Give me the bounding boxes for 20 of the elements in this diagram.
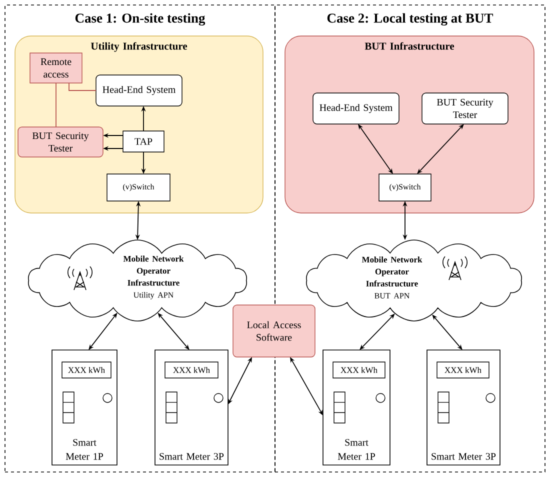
- process-box: Head-End System: [312, 92, 400, 124]
- network-cloud: Mobile Network Operator Infrastructure BUT APN: [306, 240, 522, 322]
- process-box: Remote access: [30, 52, 82, 84]
- display-box: XXX kWh: [332, 362, 386, 378]
- display-box: XXX kWh: [164, 362, 218, 378]
- connector-line: [68, 82, 96, 91]
- network-cloud: Mobile Network Operator Infrastructure Utility APN: [28, 240, 247, 322]
- process-box: Head-End System: [96, 74, 182, 106]
- switch-box: (v)Switch: [378, 174, 432, 202]
- arrow: [417, 124, 464, 174]
- arrow: [360, 314, 395, 350]
- switch-box: (v)Switch: [106, 174, 170, 202]
- panel-title: Case 2: Local testing at BUT: [327, 13, 494, 26]
- process-box: BUT Security Tester: [18, 126, 104, 158]
- display-box: XXX kWh: [62, 362, 112, 378]
- process-box: Local Access Software: [232, 304, 316, 358]
- display-box: XXX kWh: [436, 362, 490, 378]
- process-box: TAP: [122, 130, 164, 152]
- process-box: BUT Security Tester: [422, 92, 508, 124]
- panel-title: Case 1: On-site testing: [75, 13, 206, 26]
